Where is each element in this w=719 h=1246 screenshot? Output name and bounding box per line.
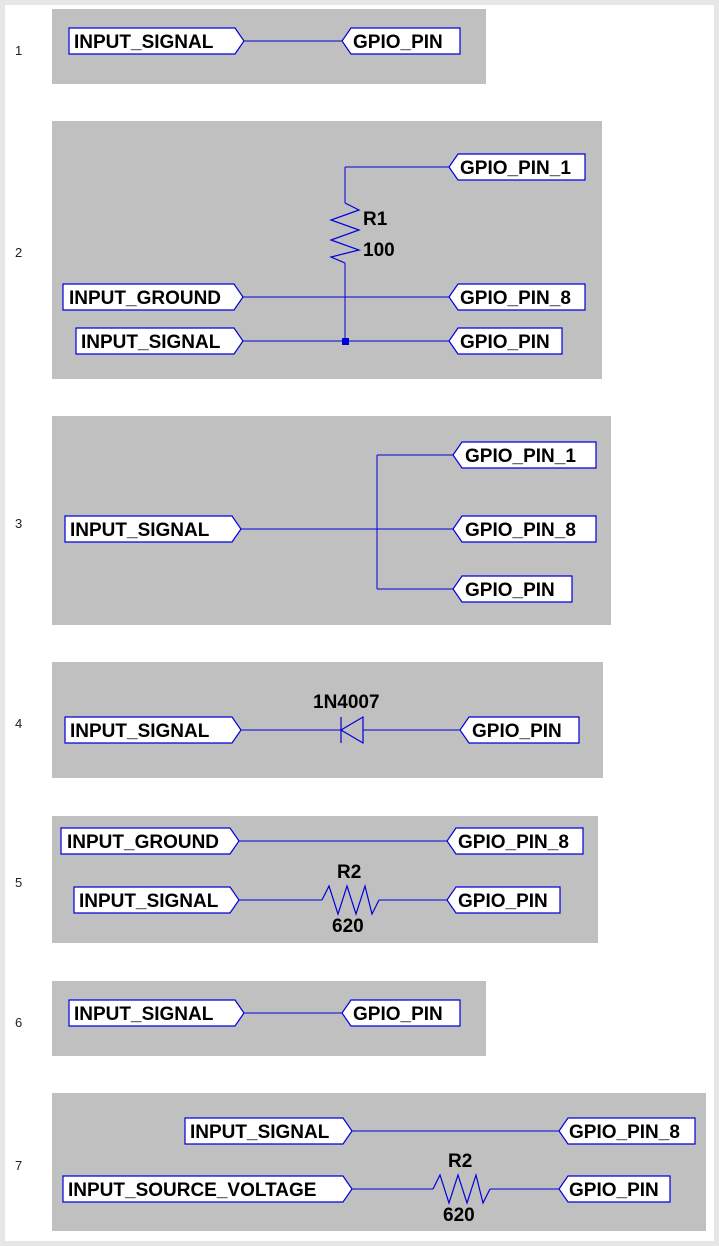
port-input-ground[interactable]: INPUT_GROUND <box>60 827 240 855</box>
port-input-signal[interactable]: INPUT_SIGNAL <box>68 999 245 1027</box>
resistor-r2[interactable]: R2 620 <box>432 1151 491 1226</box>
port-label: INPUT_SIGNAL <box>70 520 210 541</box>
port-input-signal[interactable]: INPUT_SIGNAL <box>73 886 240 914</box>
schematic-row-6: 6 INPUT_SIGNAL GPIO_PIN <box>15 981 486 1056</box>
port-input-signal[interactable]: INPUT_SIGNAL <box>75 327 244 355</box>
port-label: INPUT_SIGNAL <box>79 891 219 912</box>
schematic-row-1: 1 INPUT_SIGNAL GPIO_PIN <box>15 9 486 84</box>
port-input-signal[interactable]: INPUT_SIGNAL <box>64 515 242 543</box>
port-label: GPIO_PIN_8 <box>460 288 571 309</box>
schematic-row-5: 5 R2 620 INPUT_GROUND GPIO_PIN_8 INPUT_S… <box>15 816 598 943</box>
row-number: 2 <box>15 245 22 260</box>
schematic-page: 1 INPUT_SIGNAL GPIO_PIN 2 R1 100 <box>5 5 714 1241</box>
row-number: 5 <box>15 875 22 890</box>
port-gpio-pin-1[interactable]: GPIO_PIN_1 <box>448 153 586 181</box>
junction-dot <box>342 338 349 345</box>
port-gpio-pin[interactable]: GPIO_PIN <box>448 327 563 355</box>
port-label: INPUT_SIGNAL <box>74 1004 214 1025</box>
component-ref: R1 <box>363 209 388 230</box>
schematic-row-7: 7 R2 620 INPUT_SIGNAL GPIO_PIN_8 INPUT_S… <box>15 1093 706 1231</box>
port-label: INPUT_SIGNAL <box>190 1122 330 1143</box>
port-label: INPUT_SIGNAL <box>70 721 210 742</box>
component-value: 620 <box>332 916 364 937</box>
schematic-diagram: 1 INPUT_SIGNAL GPIO_PIN 2 R1 100 <box>15 9 706 1231</box>
port-gpio-pin[interactable]: GPIO_PIN <box>341 27 461 55</box>
resistor-r1[interactable]: R1 100 <box>329 202 395 264</box>
port-label: INPUT_GROUND <box>67 832 219 853</box>
schematic-row-3: 3 GPIO_PIN_1 INPUT_SIGNAL GPIO_PIN_8 GPI… <box>15 416 611 625</box>
port-label: INPUT_SIGNAL <box>74 32 214 53</box>
port-gpio-pin-8[interactable]: GPIO_PIN_8 <box>452 515 597 543</box>
port-gpio-pin-8[interactable]: GPIO_PIN_8 <box>448 283 586 311</box>
row-number: 6 <box>15 1015 22 1030</box>
port-label: GPIO_PIN_8 <box>458 832 569 853</box>
schematic-row-4: 4 1N4007 INPUT_SIGNAL GPIO_PIN <box>15 662 603 778</box>
port-label: GPIO_PIN <box>465 580 555 601</box>
component-ref: R2 <box>337 862 361 883</box>
port-label: GPIO_PIN <box>472 721 562 742</box>
row-number: 3 <box>15 516 22 531</box>
panel-background <box>52 1093 706 1231</box>
component-value: 100 <box>363 240 395 261</box>
port-label: GPIO_PIN_8 <box>465 520 576 541</box>
schematic-row-2: 2 R1 100 GPIO_PIN_1 INPUT_GROUND GPIO_PI… <box>15 121 602 379</box>
port-input-signal[interactable]: INPUT_SIGNAL <box>68 27 245 55</box>
port-gpio-pin-1[interactable]: GPIO_PIN_1 <box>452 441 597 469</box>
port-input-signal[interactable]: INPUT_SIGNAL <box>64 716 242 744</box>
port-gpio-pin[interactable]: GPIO_PIN <box>446 886 561 914</box>
port-label: GPIO_PIN_1 <box>465 446 576 467</box>
port-label: INPUT_SIGNAL <box>81 332 221 353</box>
port-gpio-pin[interactable]: GPIO_PIN <box>558 1175 671 1203</box>
port-gpio-pin-8[interactable]: GPIO_PIN_8 <box>558 1117 696 1145</box>
port-label: INPUT_SOURCE_VOLTAGE <box>68 1180 316 1201</box>
port-gpio-pin[interactable]: GPIO_PIN <box>341 999 461 1027</box>
component-ref: R2 <box>448 1151 472 1172</box>
port-label: GPIO_PIN_1 <box>460 158 571 179</box>
port-label: GPIO_PIN <box>460 332 550 353</box>
port-label: GPIO_PIN <box>569 1180 659 1201</box>
port-input-signal[interactable]: INPUT_SIGNAL <box>184 1117 353 1145</box>
port-label: GPIO_PIN_8 <box>569 1122 680 1143</box>
port-gpio-pin-8[interactable]: GPIO_PIN_8 <box>446 827 584 855</box>
port-label: GPIO_PIN <box>458 891 548 912</box>
port-label: INPUT_GROUND <box>69 288 221 309</box>
port-label: GPIO_PIN <box>353 32 443 53</box>
diode-1n4007[interactable]: 1N4007 <box>313 692 380 745</box>
row-number: 7 <box>15 1158 22 1173</box>
row-number: 1 <box>15 43 22 58</box>
port-label: GPIO_PIN <box>353 1004 443 1025</box>
port-input-ground[interactable]: INPUT_GROUND <box>62 283 244 311</box>
component-value: 620 <box>443 1205 475 1226</box>
port-gpio-pin[interactable]: GPIO_PIN <box>459 716 580 744</box>
port-gpio-pin[interactable]: GPIO_PIN <box>452 575 573 603</box>
component-ref: 1N4007 <box>313 692 380 713</box>
port-input-source-voltage[interactable]: INPUT_SOURCE_VOLTAGE <box>62 1175 353 1203</box>
resistor-r2[interactable]: R2 620 <box>321 862 380 937</box>
row-number: 4 <box>15 716 22 731</box>
